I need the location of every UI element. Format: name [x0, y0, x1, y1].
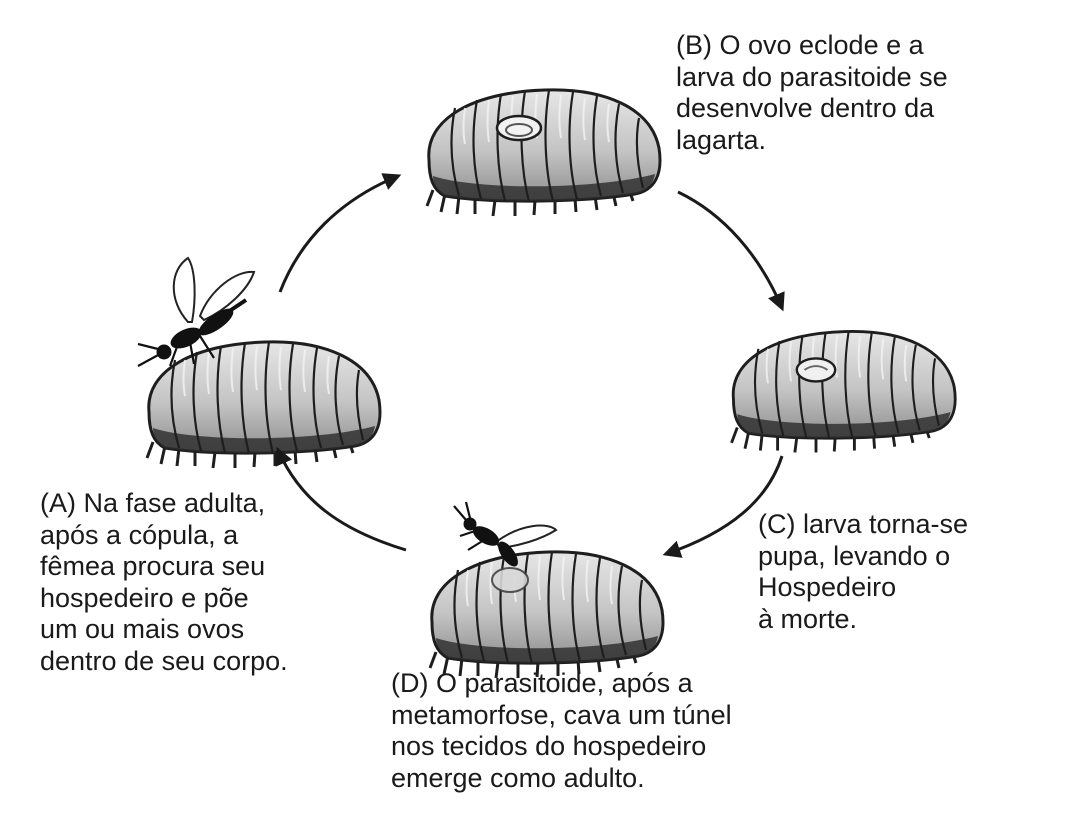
caption-line: (A) Na fase adulta, — [40, 488, 266, 518]
caption-line: pupa, levando o — [758, 540, 951, 571]
arrow-c-to-d — [662, 455, 784, 558]
caption-line: à morte. — [758, 603, 858, 634]
caterpillar-a — [145, 340, 382, 470]
arrow-a-to-b — [278, 173, 402, 293]
caption-line: hospedeiro e põe — [40, 582, 249, 613]
caption-line: metamorfose, cava um túnel — [391, 699, 732, 730]
stage-b-caption: (B) O ovo eclode e a larva do parasitoid… — [676, 30, 948, 156]
caption-line: fêmea procura seu — [40, 551, 266, 581]
caption-line: emerge como adulto. — [391, 762, 645, 793]
caption-line: desenvolve dentro da — [676, 93, 935, 123]
arrow-d-to-a — [275, 446, 407, 552]
caption-line: (C) larva torna-se — [758, 509, 969, 539]
caterpillar-c — [730, 329, 957, 454]
wasp-d — [453, 501, 558, 567]
wasp-a — [137, 256, 256, 367]
caption-line: Hospedeiro — [758, 572, 897, 602]
arrow-b-to-c — [677, 190, 785, 312]
cycle-arrows — [275, 173, 785, 558]
caterpillar-d — [428, 550, 665, 680]
caption-line: (B) O ovo eclode e a — [676, 30, 924, 60]
caption-line: um ou mais ovos — [40, 614, 245, 644]
caption-line: dentro de seu corpo. — [40, 645, 288, 676]
caption-line: larva do parasitoide se — [676, 61, 948, 92]
caption-line: após a cópula, a — [40, 519, 239, 550]
stage-a-caption: (A) Na fase adulta, após a cópula, a fêm… — [40, 488, 288, 677]
caterpillar-b — [425, 88, 662, 218]
stage-c-caption: (C) larva torna-se pupa, levando o Hospe… — [758, 509, 968, 635]
caption-line: (D) O parasitoide, após a — [391, 668, 693, 698]
caption-line: lagarta. — [676, 124, 767, 155]
stage-d-caption: (D) O parasitoide, após a metamorfose, c… — [391, 668, 732, 794]
caption-line: nos tecidos do hospedeiro — [391, 731, 707, 761]
